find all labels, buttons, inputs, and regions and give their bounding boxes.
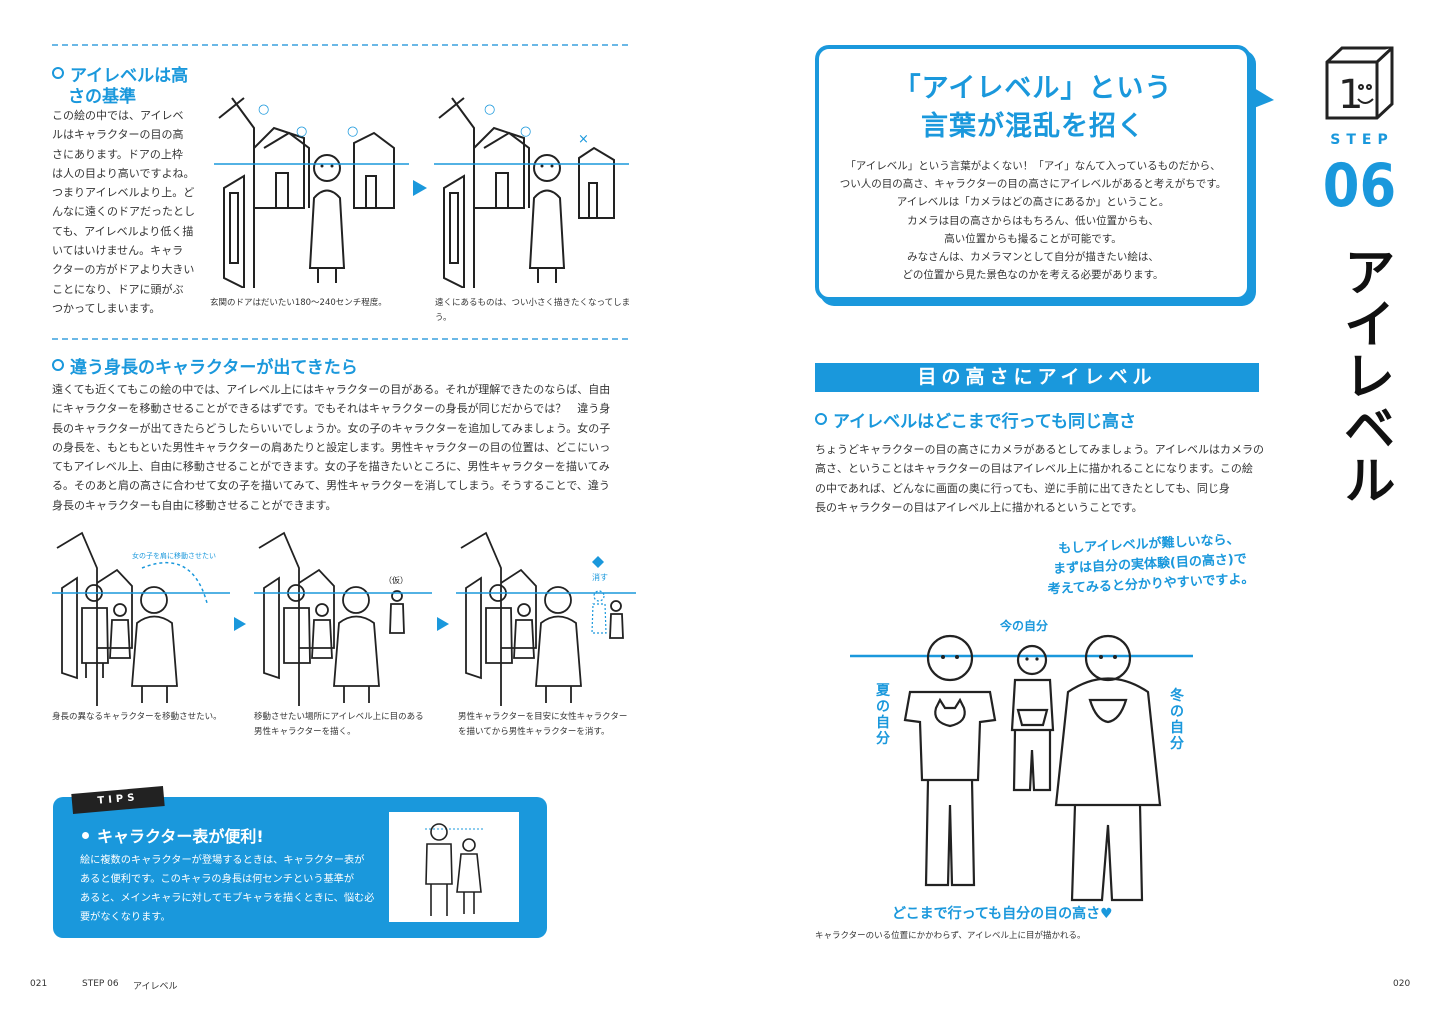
bar-heading: 目の高さにアイレベル (815, 363, 1259, 392)
door-illustration-wrong: ○ ○ × (434, 97, 629, 288)
arrow-right-icon (413, 180, 427, 196)
arrow-right-icon (437, 617, 449, 631)
right-section-heading: アイレベルはどこまで行っても同じ高さ (815, 412, 1215, 433)
caption-far-object: 遠くにあるものは、つい小さく描きたくなってしまう。 (435, 298, 631, 323)
right-caption: キャラクターのいる位置にかかわらず、アイレベル上に目が描かれる。 (815, 931, 1086, 941)
label-winter-self: 冬の自分 (1170, 688, 1184, 752)
cube-number: 1 (1338, 72, 1363, 118)
caption-move-2: 移動させたい場所にアイレベル上に目のある 男性キャラクターを描く。 (254, 712, 424, 737)
circle-mark: ○ (520, 124, 531, 139)
annotation-erase: 消す (592, 572, 608, 582)
section2-body: 遠くても近くてもこの絵の中では、アイレベル上にはキャラクターの目がある。それが理… (52, 383, 611, 512)
label-now-self: 今の自分 (1000, 619, 1049, 633)
bullet-icon (52, 67, 64, 79)
circle-mark: ○ (296, 124, 307, 139)
right-section-body: ちょうどキャラクターの目の高さにカメラがあるとしてみましょう。アイレベルはカメラ… (815, 443, 1265, 514)
character-chart-image (389, 812, 519, 922)
eraser-icon (592, 556, 604, 568)
section-divider-middle (52, 338, 628, 340)
label-summer-self: 夏の自分 (876, 683, 890, 747)
character-move-illustration-1: 女の子を肩に移動させたい (52, 531, 230, 706)
cross-mark: × (578, 132, 589, 147)
caption-door: 玄関のドアはだいたい180～240センチ程度。 (210, 298, 387, 308)
right-page-number: 020 (1393, 979, 1411, 989)
tips-body: 絵に複数のキャラクターが登場するときは、キャラクター表が あると便利です。このキ… (80, 855, 375, 923)
speech-box: 「アイレベル」という 言葉が混乱を招く 「アイレベル」という言葉がよくない！「ア… (815, 45, 1251, 301)
circle-mark: ○ (484, 102, 495, 117)
caption-move-1: 身長の異なるキャラクターを移動させたい。 (52, 712, 222, 722)
arrow-right-icon (234, 617, 246, 631)
circle-mark: ○ (347, 124, 358, 139)
caption-move-3: 男性キャラクターを目安に女性キャラクター を描いてから男性キャラクターを消す。 (458, 712, 628, 737)
left-footer-step: STEP 06 (82, 979, 119, 989)
step-label: STEP (1330, 132, 1394, 148)
annotation-move-girl: 女の子を肩に移動させたい (132, 551, 216, 560)
character-move-illustration-3: 消す (456, 531, 636, 706)
left-page-number: 021 (30, 979, 48, 989)
vertical-title: アイレベル (1334, 245, 1394, 505)
door-illustration-correct: ○ ○ ○ (214, 97, 409, 288)
bullet-icon (82, 832, 89, 839)
section-divider-top (52, 44, 628, 46)
step-number: 06 (1322, 151, 1397, 221)
section1-body: この絵の中では、アイレベ ルはキャラクターの目の高 さにあります。ドアの上枠 は… (52, 109, 195, 315)
character-move-illustration-2: （仮） (254, 531, 432, 706)
cube-icon: 1 (1325, 46, 1394, 120)
section1-heading: アイレベルは高 さの基準 (52, 66, 202, 108)
left-footer-title: アイレベル (133, 982, 178, 992)
handwritten-note: もしアイレベルが難しいなら、 まずは自分の実体験(目の高さ)で 考えてみると分か… (1047, 532, 1255, 598)
section2-heading: 違う身長のキャラクターが出てきたら (52, 358, 502, 379)
bullet-icon (52, 359, 64, 371)
three-selves-illustration (850, 634, 1193, 902)
annotation-temp: （仮） (384, 575, 408, 585)
handwritten-bottom-note: どこまで行っても自分の目の高さ♥ (892, 906, 1113, 922)
tips-title: キャラクター表が便利! (82, 823, 264, 847)
circle-mark: ○ (258, 102, 269, 117)
speech-title-line2: 言葉が混乱を招く (921, 111, 1145, 142)
speech-pointer (1254, 88, 1274, 108)
bullet-icon (815, 413, 827, 425)
speech-body: 「アイレベル」という言葉がよくない！「アイ」なんて入っているものだから、 つい人… (839, 160, 1227, 282)
speech-title-line1: 「アイレベル」という (893, 73, 1173, 104)
